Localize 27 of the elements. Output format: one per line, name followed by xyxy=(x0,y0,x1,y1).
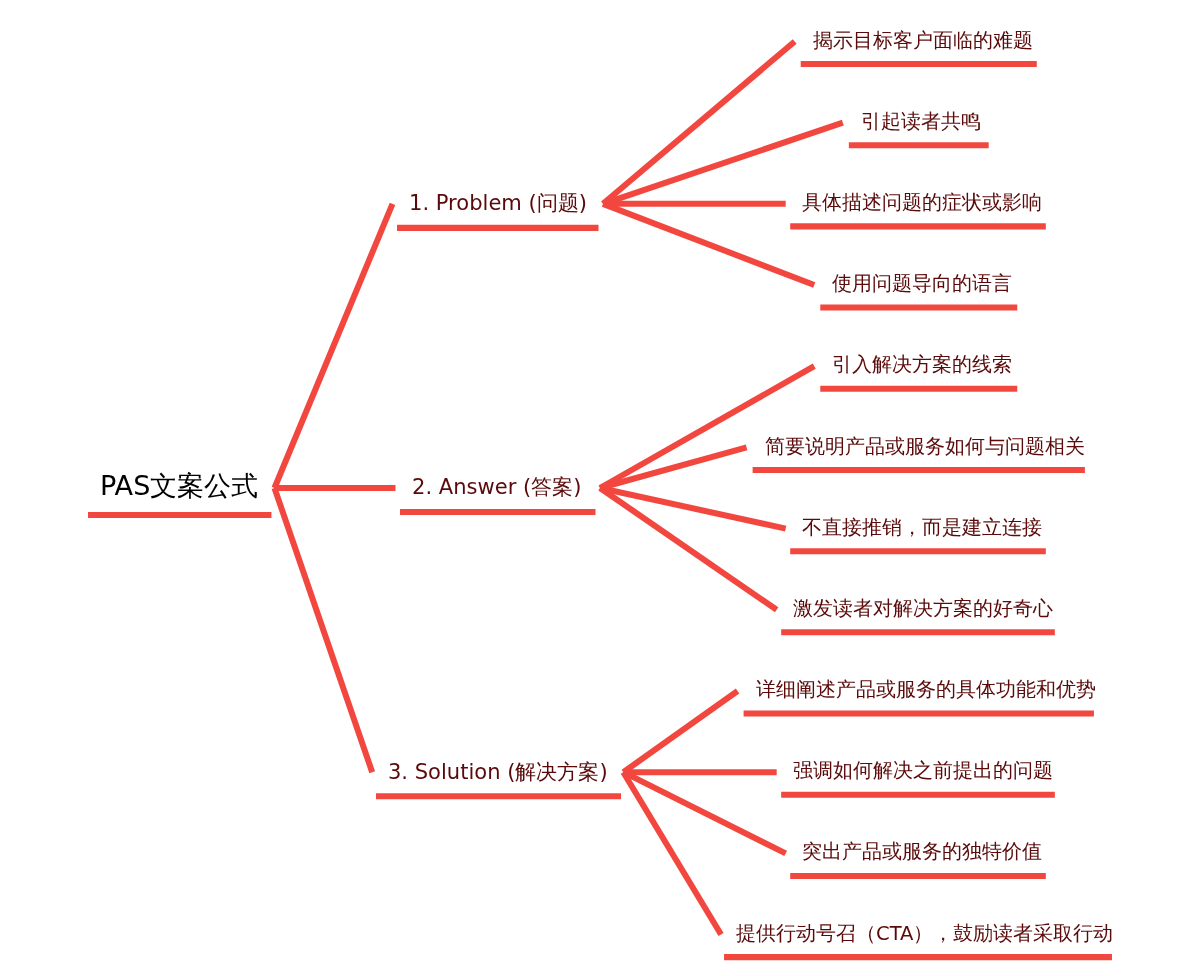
connector xyxy=(601,39,797,207)
node-text: 揭示目标客户面临的难题 xyxy=(812,28,1033,52)
node-text: 激发读者对解决方案的好奇心 xyxy=(793,596,1054,620)
node-text: 突出产品或服务的独特价值 xyxy=(802,840,1043,864)
connector xyxy=(599,444,748,491)
connector xyxy=(598,485,779,613)
node-text: 使用问题导向的语言 xyxy=(832,272,1013,296)
node-text: 引入解决方案的线索 xyxy=(832,353,1013,377)
connector xyxy=(271,202,396,490)
node-text: 2. Answer (答案) xyxy=(412,474,582,500)
connector xyxy=(599,485,787,532)
node-text: 提供行动号召（CTA），鼓励读者采取行动 xyxy=(736,921,1114,945)
node-text: 1. Problem (问题) xyxy=(409,190,587,216)
node-text: 不直接推销，而是建立连接 xyxy=(802,515,1043,539)
connector xyxy=(620,770,724,937)
connector xyxy=(598,363,816,491)
connector xyxy=(271,487,376,774)
node-text: 简要说明产品或服务如何与问题相关 xyxy=(764,434,1085,458)
node-text: 具体描述问题的症状或影响 xyxy=(802,190,1043,214)
connector xyxy=(274,485,396,491)
node-text: 强调如何解决之前提出的问题 xyxy=(793,759,1054,783)
node-text: PAS文案公式 xyxy=(100,469,259,501)
connector xyxy=(602,119,844,207)
node-text: 详细阐述产品或服务的具体功能和优势 xyxy=(755,678,1096,702)
connector xyxy=(601,201,816,288)
node-text: 3. Solution (解决方案) xyxy=(387,758,608,784)
node-text: 引起读者共鸣 xyxy=(860,109,981,133)
